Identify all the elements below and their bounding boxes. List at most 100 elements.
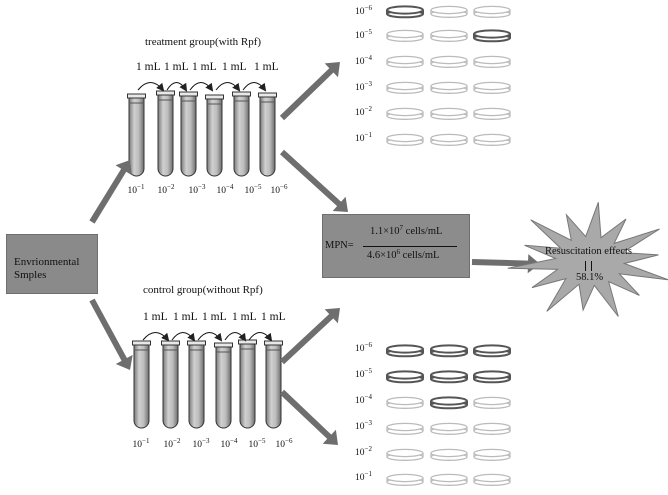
flow-arrow (279, 62, 340, 121)
flow-arrow (89, 298, 133, 370)
transfer-arrow (137, 82, 165, 92)
petri-dish-lid (473, 344, 511, 354)
plate-row-label: 10−1 (355, 131, 372, 144)
treatment-group-label: treatment group(with Rpf) (145, 36, 262, 48)
plate-row-label: 10−4 (355, 54, 372, 67)
plate-row-label: 10−1 (355, 470, 372, 483)
flow-arrows (89, 62, 540, 445)
petri-dish-lid (386, 344, 424, 354)
environmental-samples-box: Envrionmental Smples (6, 234, 98, 294)
plate-row-label: 10−4 (355, 393, 372, 406)
tube-rim (127, 93, 146, 99)
transfer-label: 1 mL (192, 61, 217, 73)
petri-dish-lid (386, 448, 424, 458)
petri-dish-lid (473, 133, 511, 143)
transfer-arrow (242, 82, 267, 92)
petri-dish-lid (430, 81, 468, 91)
transfer-arrow (215, 82, 241, 92)
tube-rim (161, 340, 180, 346)
petri-dish-lid (473, 448, 511, 458)
petri-dish-lid (430, 5, 468, 15)
transfer-label: 1 mL (261, 311, 286, 323)
petri-dish-lid (430, 396, 468, 406)
petri-dish-lid (386, 422, 424, 432)
tube-dilution-label: 10−6 (275, 437, 293, 450)
petri-dish-lid (473, 370, 511, 380)
transfer-label: 1 mL (136, 61, 161, 73)
petri-dish-lid (430, 29, 468, 39)
equals-mark (585, 261, 592, 271)
tube-dilution-label: 10−5 (244, 183, 262, 196)
petri-dish-lid (386, 29, 424, 39)
control-plate-grid (386, 344, 511, 486)
petri-dish-lid (430, 133, 468, 143)
tube-rim (258, 92, 277, 98)
petri-dish-lid (386, 396, 424, 406)
transfer-arrow (197, 332, 223, 342)
tube-dilution-label: 10−4 (216, 183, 234, 196)
tube-dilution-label: 10−2 (157, 183, 175, 196)
treatment-tubes (127, 90, 277, 177)
petri-dish-lid (430, 473, 468, 483)
test-tube (180, 94, 197, 177)
transfer-label: 1 mL (232, 311, 257, 323)
tube-rim (187, 340, 206, 346)
control-transfer-arrows (142, 332, 273, 342)
plate-row-label: 10−2 (355, 445, 372, 458)
tube-dilution-label: 10−6 (270, 183, 288, 196)
petri-dish-lid (473, 55, 511, 65)
petri-dish-lid (386, 107, 424, 117)
test-tube (259, 95, 276, 177)
flow-arrow (89, 160, 132, 224)
tube-rim (179, 91, 198, 97)
petri-dish-lid (386, 370, 424, 380)
mpn-formula-box: MPN= 1.1×107 cells/mL 4.6×106 cells/mL (322, 214, 470, 278)
tube-rim (214, 342, 233, 348)
tube-rim (232, 91, 251, 97)
test-tube (157, 93, 174, 177)
mpn-denominator: 4.6×106 cells/mL (367, 248, 440, 261)
fraction-bar (363, 246, 457, 247)
flow-arrow (280, 308, 340, 365)
transfer-arrow (142, 332, 170, 342)
tube-dilution-label: 10−5 (248, 437, 266, 450)
tube-rim (156, 90, 175, 96)
petri-dish-lid (473, 422, 511, 432)
test-tube (215, 345, 232, 429)
test-tube (188, 343, 205, 429)
transfer-label: 1 mL (173, 311, 198, 323)
plate-row-label: 10−5 (355, 28, 372, 41)
transfer-label: 1 mL (164, 61, 189, 73)
transfer-arrow (189, 82, 214, 92)
plate-row-label: 10−5 (355, 367, 372, 380)
tube-dilution-label: 10−3 (192, 437, 210, 450)
petri-dish-lid (473, 5, 511, 15)
test-tube (233, 94, 250, 177)
tube-rim (264, 340, 283, 346)
transfer-arrow (166, 82, 188, 92)
treatment-plate-grid (386, 5, 511, 146)
test-tube (265, 343, 282, 429)
test-tube (128, 96, 145, 177)
resuscitation-value: 58.1% (576, 272, 604, 283)
petri-dish-lid (473, 473, 511, 483)
petri-dish-lid (473, 81, 511, 91)
petri-dish-lid (386, 81, 424, 91)
transfer-arrow (171, 332, 196, 342)
transfer-label: 1 mL (222, 61, 247, 73)
test-tube (239, 342, 256, 429)
plate-row-label: 10−3 (355, 80, 372, 93)
resuscitation-label: Resuscitation effects (545, 246, 632, 257)
tube-dilution-label: 10−2 (163, 437, 181, 450)
petri-dish-lid (473, 107, 511, 117)
flow-arrow (279, 389, 338, 445)
control-tubes (132, 339, 283, 429)
petri-dish-lid (430, 344, 468, 354)
test-tube (133, 343, 150, 429)
treatment-transfer-arrows (137, 82, 267, 92)
petri-dish-lid (430, 370, 468, 380)
control-group-label: control group(without Rpf) (143, 284, 263, 296)
petri-dish-lid (430, 55, 468, 65)
